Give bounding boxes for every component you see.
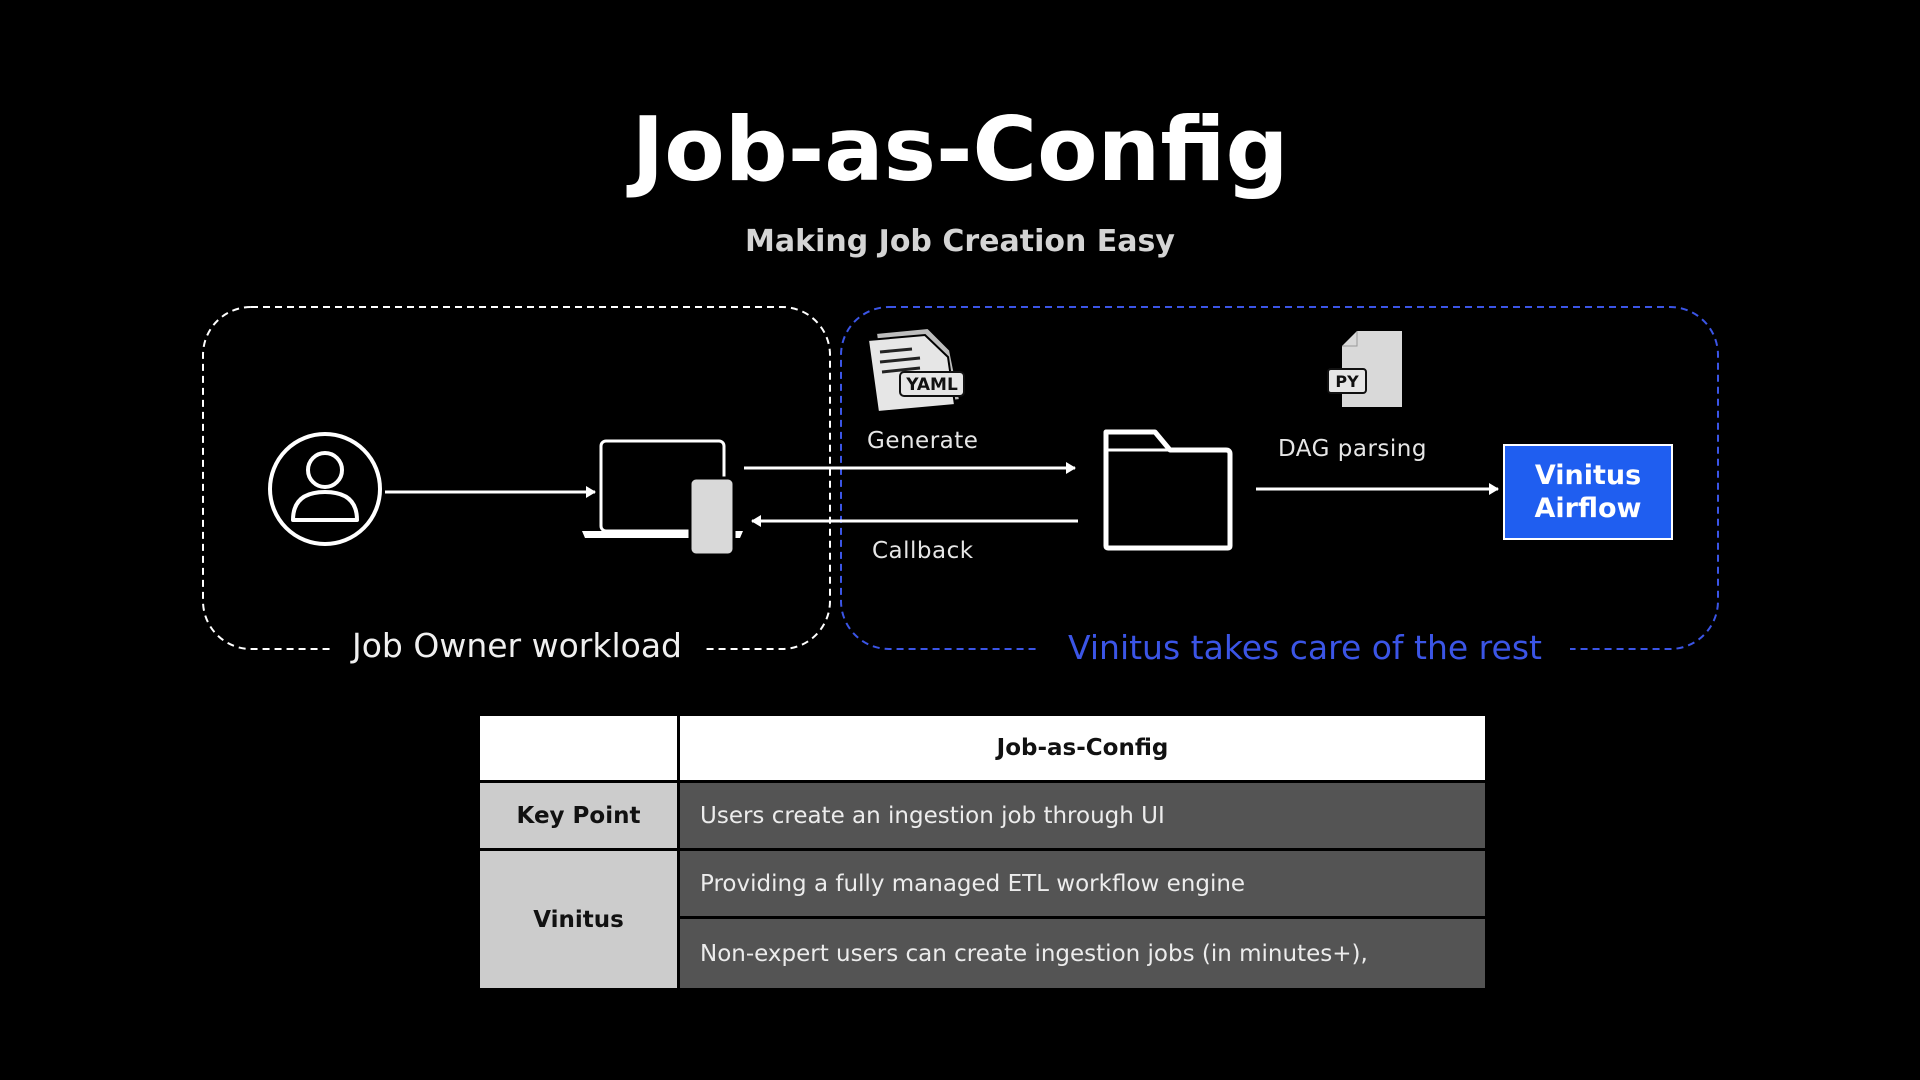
- airflow-line-2: Airflow: [1534, 493, 1642, 524]
- table-row-text: Non-expert users can create ingestion jo…: [677, 916, 1488, 991]
- table-row-text: Providing a fully managed ETL workflow e…: [677, 848, 1488, 919]
- table-row: Vinitus Providing a fully managed ETL wo…: [477, 848, 1488, 991]
- vinitus-airflow-box: Vinitus Airflow: [1503, 444, 1673, 540]
- svg-text:PY: PY: [1335, 372, 1359, 391]
- table-row: Key Point Users create an ingestion job …: [477, 780, 1488, 851]
- python-file-icon: PY: [1327, 331, 1402, 407]
- table-row: Non-expert users can create ingestion jo…: [479, 916, 1488, 991]
- page-title: Job-as-Config: [631, 98, 1289, 201]
- page-subtitle: Making Job Creation Easy: [745, 224, 1175, 259]
- vinitus-group-border: [840, 306, 1719, 650]
- svg-text:YAML: YAML: [905, 375, 958, 395]
- summary-table: Job-as-Config Key Point Users create an …: [477, 713, 1488, 991]
- job-owner-group-label: Job Owner workload: [332, 626, 702, 665]
- vinitus-group-label: Vinitus takes care of the rest: [1040, 628, 1570, 667]
- dag-parsing-label: DAG parsing: [1278, 436, 1427, 462]
- user-icon: [268, 432, 382, 546]
- generate-label: Generate: [867, 428, 979, 454]
- table-header-cell: Job-as-Config: [677, 713, 1488, 783]
- table-row-text: Users create an ingestion job through UI: [677, 780, 1488, 851]
- callback-label: Callback: [872, 538, 974, 564]
- yaml-file-icon: YAML: [866, 326, 965, 414]
- table-header-row: Job-as-Config: [477, 713, 1488, 783]
- folder-icon: [1103, 429, 1233, 551]
- table-row-label: Key Point: [477, 780, 680, 851]
- job-owner-group-border: [202, 306, 831, 650]
- table-row-label: Vinitus: [477, 848, 680, 991]
- laptop-phone-icon: [582, 439, 743, 557]
- airflow-line-1: Vinitus: [1534, 460, 1642, 491]
- table-header-corner: [477, 713, 680, 783]
